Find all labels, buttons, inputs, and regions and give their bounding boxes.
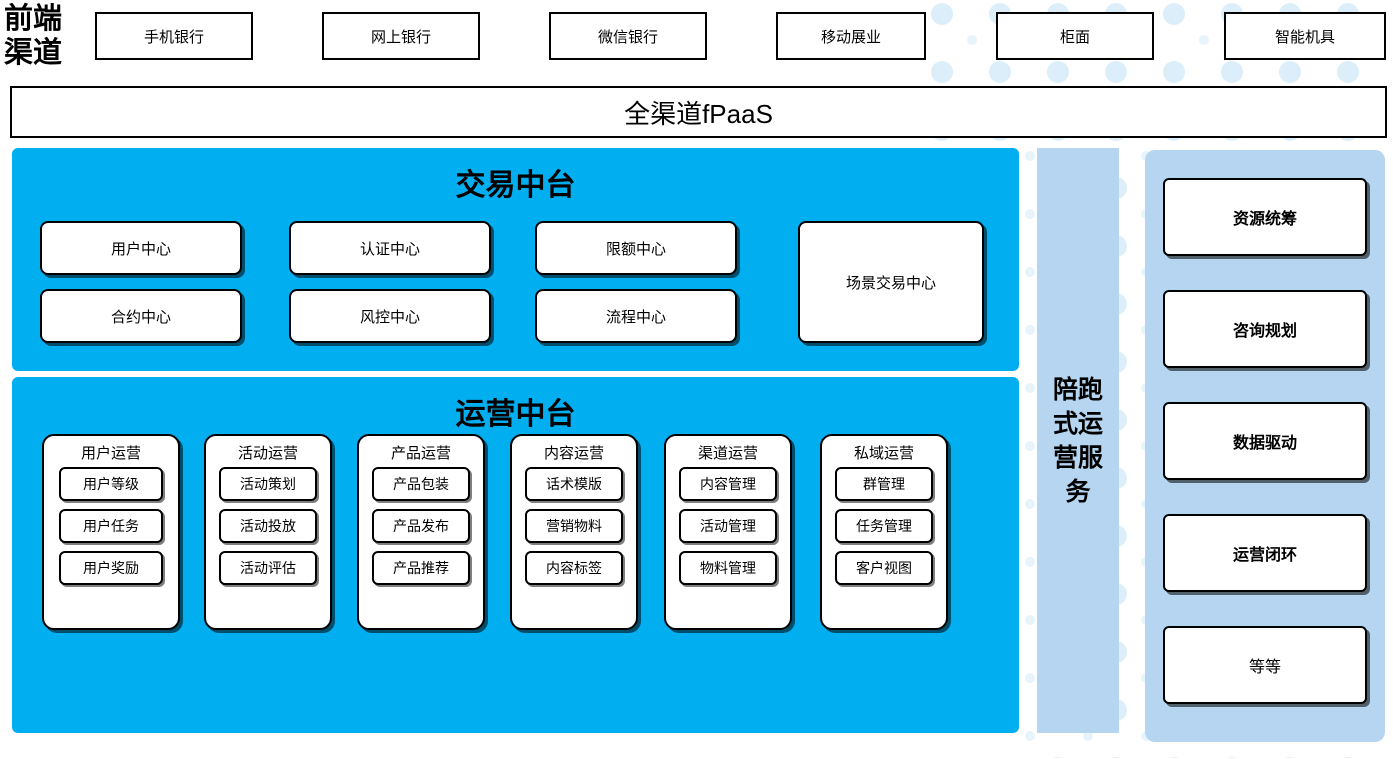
ops-group-title: 渠道运营 [697, 445, 758, 462]
ops-group-title: 产品运营 [390, 445, 451, 462]
frontend-channel-label-line2: 渠道 [4, 37, 63, 69]
ops-item[interactable]: 群管理 [835, 467, 933, 501]
trade-middle-platform-panel: 交易中台 用户中心 认证中心 限额中心 合约中心 风控中心 流程中心 场景交易中… [12, 148, 1019, 371]
ops-item[interactable]: 活动评估 [219, 551, 317, 585]
ops-item[interactable]: 产品包装 [372, 467, 470, 501]
ops-item[interactable]: 任务管理 [835, 509, 933, 543]
ops-item[interactable]: 物料管理 [679, 551, 777, 585]
ops-group-title: 私域运营 [853, 445, 914, 462]
trade-box-user-center[interactable]: 用户中心 [40, 221, 242, 275]
trade-box-riskcontrol-center[interactable]: 风控中心 [289, 289, 491, 343]
ops-item[interactable]: 活动策划 [219, 467, 317, 501]
ops-item[interactable]: 用户任务 [59, 509, 163, 543]
omnichannel-fpaas-bar[interactable]: 全渠道fPaaS [10, 86, 1387, 138]
accompanying-operation-service-column: 陪跑式运营服务 [1037, 148, 1119, 733]
capability-panel: 资源统筹 咨询规划 数据驱动 运营闭环 等等 [1145, 150, 1385, 742]
ops-group-content-operations: 内容运营 话术模版 营销物料 内容标签 [510, 434, 638, 630]
ops-item[interactable]: 内容管理 [679, 467, 777, 501]
ops-item[interactable]: 用户等级 [59, 467, 163, 501]
ops-item[interactable]: 活动投放 [219, 509, 317, 543]
capability-item-resource-coordination[interactable]: 资源统筹 [1163, 178, 1367, 256]
capability-item-consulting-planning[interactable]: 咨询规划 [1163, 290, 1367, 368]
ops-item[interactable]: 用户奖励 [59, 551, 163, 585]
frontend-channel-label-line1: 前端 [4, 3, 63, 35]
channel-box-mobile-bank[interactable]: 手机银行 [95, 12, 253, 60]
ops-item[interactable]: 产品推荐 [372, 551, 470, 585]
ops-group-private-domain-operations: 私域运营 群管理 任务管理 客户视图 [820, 434, 948, 630]
ops-item[interactable]: 客户视图 [835, 551, 933, 585]
trade-box-auth-center[interactable]: 认证中心 [289, 221, 491, 275]
ops-item[interactable]: 内容标签 [525, 551, 623, 585]
trade-box-scene-transaction-center[interactable]: 场景交易中心 [798, 221, 984, 343]
ops-group-user-operations: 用户运营 用户等级 用户任务 用户奖励 [42, 434, 180, 630]
trade-platform-title: 交易中台 [455, 169, 576, 202]
trade-box-contract-center[interactable]: 合约中心 [40, 289, 242, 343]
capability-item-etc[interactable]: 等等 [1163, 626, 1367, 704]
channel-box-smart-machine[interactable]: 智能机具 [1224, 12, 1386, 60]
ops-group-title: 活动运营 [237, 445, 298, 462]
accompanying-operation-service-label: 陪跑式运营服务 [1052, 375, 1103, 506]
operations-platform-title: 运营中台 [455, 398, 576, 431]
ops-group-product-operations: 产品运营 产品包装 产品发布 产品推荐 [357, 434, 485, 630]
capability-item-data-driven[interactable]: 数据驱动 [1163, 402, 1367, 480]
operations-middle-platform-panel: 运营中台 用户运营 用户等级 用户任务 用户奖励 活动运营 活动策划 活动投放 … [12, 377, 1019, 733]
channel-box-wechat-bank[interactable]: 微信银行 [549, 12, 707, 60]
ops-item[interactable]: 活动管理 [679, 509, 777, 543]
ops-item[interactable]: 话术模版 [525, 467, 623, 501]
capability-item-operation-closed-loop[interactable]: 运营闭环 [1163, 514, 1367, 592]
ops-item[interactable]: 营销物料 [525, 509, 623, 543]
frontend-channel-label: 前端 渠道 [4, 2, 90, 72]
ops-group-title: 用户运营 [80, 445, 141, 462]
trade-box-limit-center[interactable]: 限额中心 [535, 221, 737, 275]
ops-group-channel-operations: 渠道运营 内容管理 活动管理 物料管理 [664, 434, 792, 630]
ops-group-title: 内容运营 [543, 445, 604, 462]
channel-box-internet-bank[interactable]: 网上银行 [322, 12, 480, 60]
channel-box-counter[interactable]: 柜面 [996, 12, 1154, 60]
ops-item[interactable]: 产品发布 [372, 509, 470, 543]
channel-box-mobile-business[interactable]: 移动展业 [776, 12, 926, 60]
ops-group-campaign-operations: 活动运营 活动策划 活动投放 活动评估 [204, 434, 332, 630]
trade-box-process-center[interactable]: 流程中心 [535, 289, 737, 343]
